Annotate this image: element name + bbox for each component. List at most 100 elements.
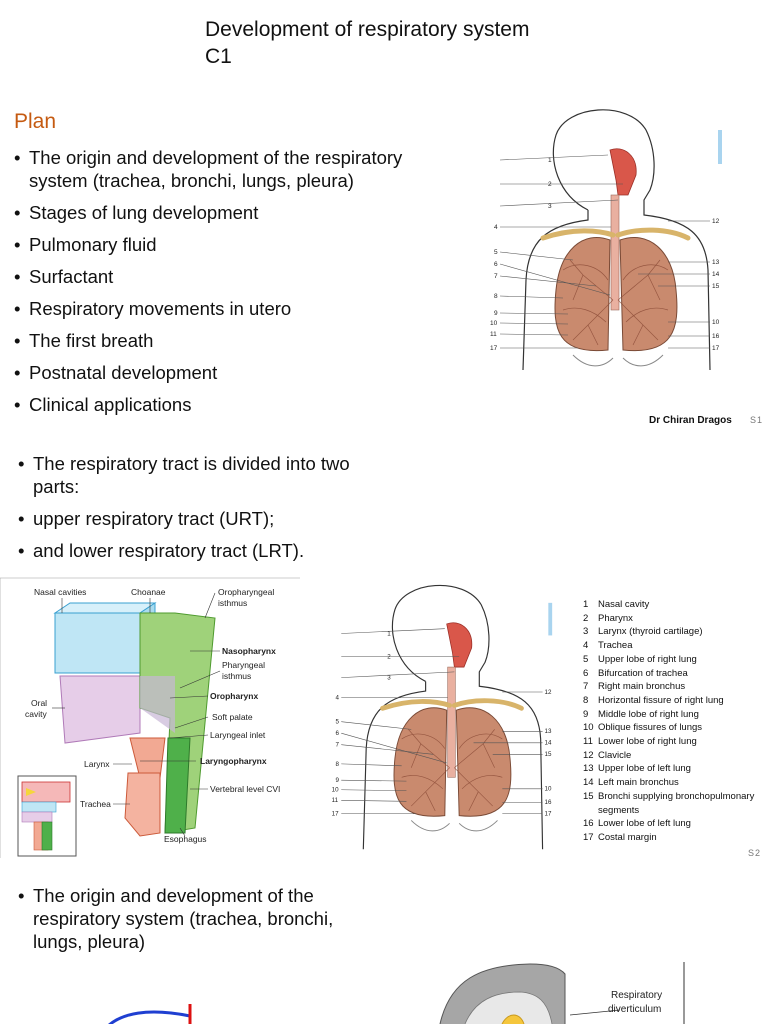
trachea-shape — [447, 666, 456, 778]
figure-number: 7 — [494, 273, 498, 280]
larynx-shape — [129, 737, 166, 779]
figure-number: 1 — [387, 630, 391, 637]
right-lung-shape — [393, 707, 448, 817]
figure-number: 3 — [387, 675, 391, 682]
respiratory-anatomy-figure-2: 1 2 3 4 5 6 7 8 9 10 11 17 12 13 14 15 1… — [332, 585, 553, 850]
figure-number: 17 — [490, 345, 498, 352]
author-name: Dr Chiran Dragos — [649, 415, 732, 426]
plan-item: Clinical applications — [14, 393, 464, 416]
inset-esophagus — [41, 821, 53, 851]
clavicle-shape — [380, 698, 524, 711]
oral-cavity-shape — [59, 675, 141, 744]
figure-number: 11 — [490, 331, 497, 338]
figure-number: 9 — [336, 777, 340, 784]
label-respiratory: Respiratory — [611, 990, 662, 1001]
plan-item: The origin and development of the respir… — [14, 146, 464, 192]
slide-title: Development of respiratory system C1 — [205, 16, 529, 70]
figure-number: 7 — [336, 742, 340, 749]
figure-number: 5 — [494, 249, 498, 256]
label-esophagus: Esophagus — [164, 834, 207, 844]
figure-number: 16 — [712, 333, 720, 340]
figure-number: 10 — [490, 320, 498, 327]
tract-bullet: The respiratory tract is divided into tw… — [18, 452, 378, 498]
label-pharyngeal-isthmus: isthmus — [222, 671, 251, 681]
figure-number: 2 — [548, 181, 552, 188]
figure-number: 2 — [387, 653, 391, 660]
figure-number: 17 — [712, 345, 720, 352]
label-vertebral-level: Vertebral level CVI — [210, 784, 280, 794]
plan-item: Pulmonary fluid — [14, 233, 464, 256]
figure-number: 15 — [544, 751, 551, 758]
bronchial-tree — [401, 729, 503, 812]
figure-number: 17 — [332, 811, 339, 818]
diverticulum-shape — [501, 1014, 525, 1024]
figure-number: 15 — [712, 283, 720, 290]
label-laryngeal-inlet: Laryngeal inlet — [210, 730, 266, 740]
bronchial-tree — [562, 259, 669, 346]
inset-pharynx — [21, 811, 53, 823]
inset-arrow-icon — [26, 788, 36, 796]
figure-number: 4 — [494, 224, 498, 231]
plan-item: Postnatal development — [14, 361, 464, 384]
trachea-shape — [124, 772, 161, 837]
figure-number: 8 — [494, 293, 498, 300]
label-trachea: Trachea — [80, 799, 111, 809]
respiratory-tract-diagram: Nasal cavities Choanae Oropharyngeal ist… — [0, 577, 300, 858]
label-laryngopharynx: Laryngopharynx — [200, 756, 267, 766]
figure-number: 9 — [494, 310, 498, 317]
slide-number: S2 — [748, 848, 762, 858]
figure-number: 4 — [336, 695, 340, 702]
label-soft-palate: Soft palate — [212, 712, 253, 722]
inset-oral — [21, 801, 57, 813]
figure-number: 10 — [712, 319, 720, 326]
label-choanae: Choanae — [131, 587, 166, 597]
origin-bullet-list: The origin and development of the respir… — [18, 884, 378, 953]
plan-item: Respiratory movements in utero — [14, 297, 464, 320]
plan-list: The origin and development of the respir… — [14, 146, 464, 425]
oropharynx-shade — [140, 676, 175, 733]
pharynx-shape — [446, 622, 473, 668]
label-diverticulum: diverticulum — [608, 1004, 661, 1015]
figure-number: 16 — [544, 799, 551, 806]
figure-number: 6 — [494, 261, 498, 268]
left-lung-shape — [455, 707, 512, 817]
label-oropharyngeal: Oropharyngeal — [218, 587, 274, 597]
label-larynx: Larynx — [84, 759, 110, 769]
figure-number: 12 — [544, 689, 551, 696]
figure-number: 3 — [548, 203, 552, 210]
leader-lines — [499, 154, 710, 349]
figure-number: 12 — [712, 218, 720, 225]
left-lung-shape — [619, 236, 678, 352]
figure-number: 6 — [336, 730, 340, 737]
tract-bullet: and lower respiratory tract (LRT). — [18, 539, 378, 562]
figure-number: 1 — [548, 157, 552, 164]
ribcage-lower — [572, 354, 664, 367]
figure-number: 5 — [336, 719, 340, 726]
slide-title-line-1: Development of respiratory system — [205, 18, 530, 41]
respiratory-diverticulum-diagram: Respiratory diverticulum — [439, 962, 685, 1024]
figure-number: 14 — [712, 271, 720, 278]
label-leader — [569, 1009, 621, 1016]
label-oral: Oral — [31, 698, 47, 708]
pharynx-shape — [609, 148, 637, 196]
figure-number: 11 — [332, 797, 339, 804]
leader-lines — [341, 628, 543, 815]
plan-item: Surfactant — [14, 265, 464, 288]
